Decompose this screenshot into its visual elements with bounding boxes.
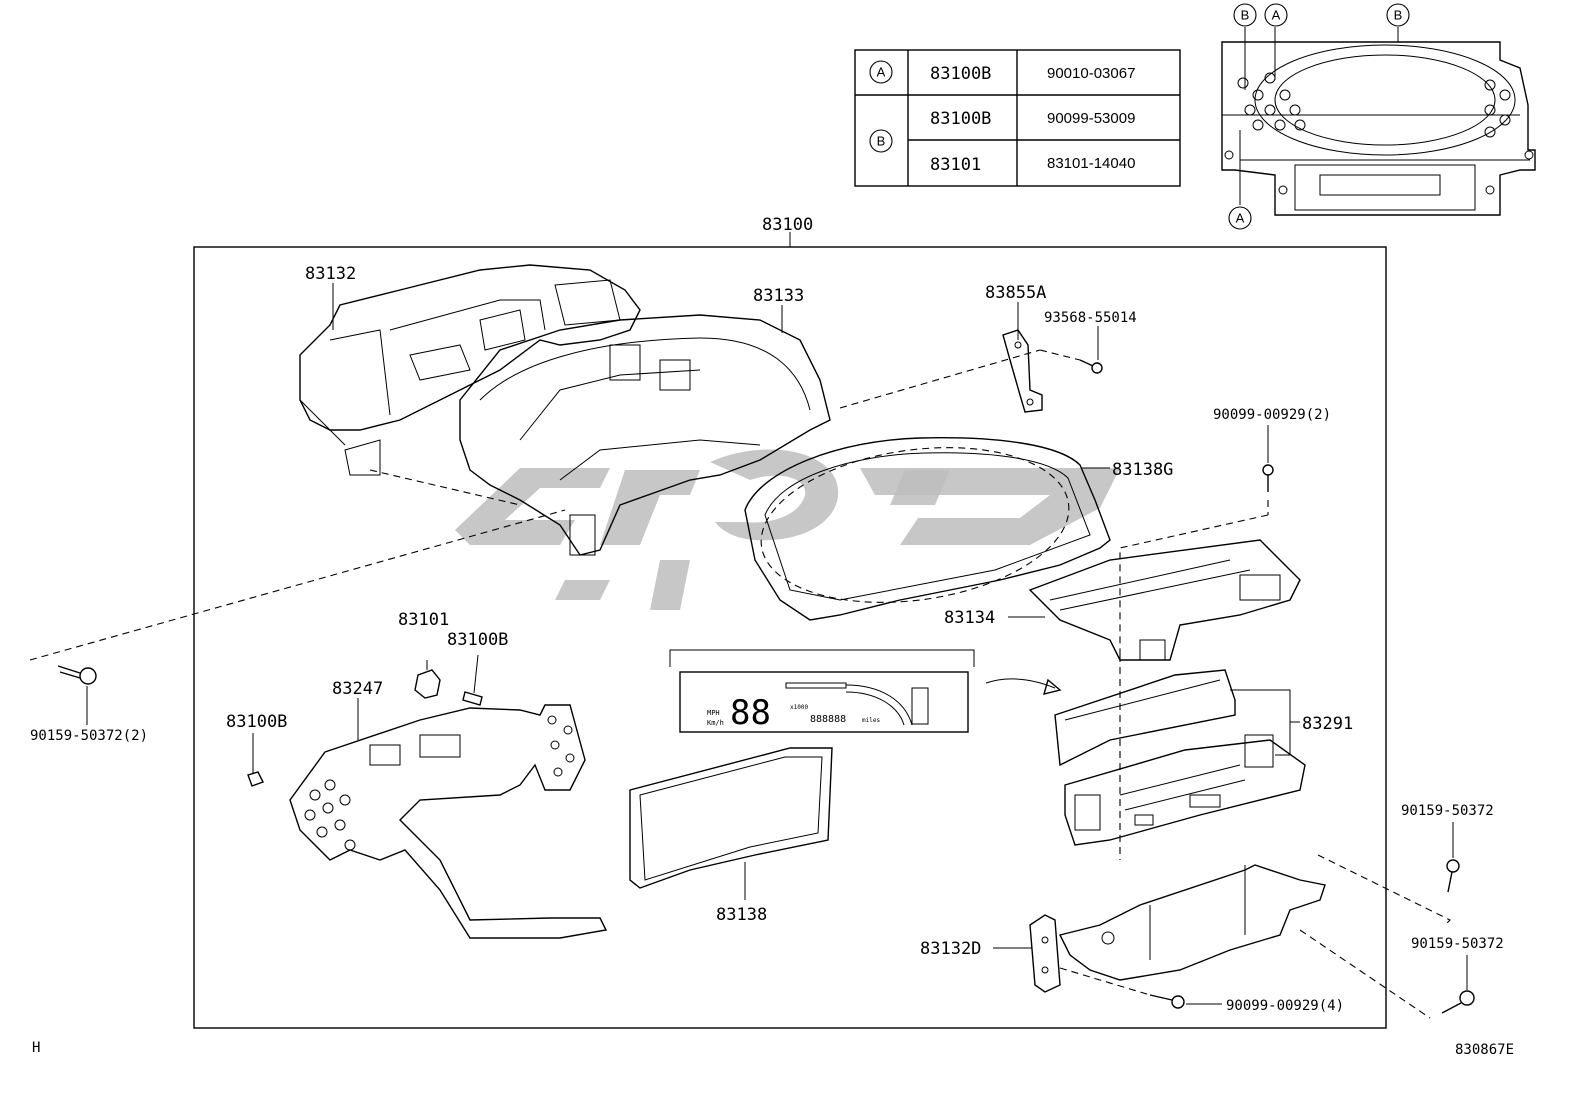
inset-marker-a2: A [1236, 211, 1245, 226]
part-83138g-glass [744, 437, 1111, 621]
lcd-callout: MPH Km/h 88 x1000 888888 miles [669, 649, 1062, 733]
label-83138g: 83138G [1112, 460, 1173, 480]
label-90099-00929-4: 90099-00929(4) [1226, 998, 1344, 1014]
part-83855a-bracket [1002, 329, 1043, 413]
label-90159-50372-2: 90159-50372(2) [30, 728, 148, 744]
footer-diagram-id: 830867E [1455, 1042, 1514, 1058]
inset-rear-view: B A B A [1221, 3, 1536, 230]
table-code-3: 83101 [930, 155, 981, 175]
label-93568-55014: 93568-55014 [1044, 310, 1137, 326]
inset-marker-a1: A [1272, 8, 1281, 23]
screw-90159-right-1 [1446, 859, 1460, 893]
table-partno-2: 90099-53009 [1047, 110, 1135, 127]
label-90159-50372-r2: 90159-50372 [1411, 936, 1504, 952]
marker-a-circle [869, 60, 893, 84]
label-83247: 83247 [332, 679, 383, 699]
inset-marker-b2: B [1394, 8, 1403, 23]
label-83100: 83100 [762, 215, 813, 235]
label-83138: 83138 [716, 905, 767, 925]
label-83134: 83134 [944, 608, 995, 628]
label-83132d: 83132D [920, 939, 981, 959]
assembly-dash-lines [29, 349, 1451, 1019]
label-83291: 83291 [1302, 714, 1353, 734]
screw-90159-left [57, 665, 97, 685]
leader-lines [86, 283, 1468, 1005]
assembly-frame [193, 246, 1387, 1029]
part-83100b-bulb-left [247, 771, 264, 787]
label-83133: 83133 [753, 286, 804, 306]
label-90099-00929-2: 90099-00929(2) [1213, 407, 1331, 423]
lcd-odometer: 888888 [810, 714, 846, 725]
part-83101-socket [414, 660, 441, 699]
reference-table: A B 83100B 90010-03067 83100B 90099-5300… [854, 49, 1181, 187]
label-90159-50372-r1: 90159-50372 [1401, 803, 1494, 819]
table-code-2: 83100B [930, 109, 991, 129]
lcd-unit-kmh: Km/h [707, 719, 724, 727]
lcd-display [679, 671, 969, 733]
part-83138-lens [629, 747, 833, 889]
marker-b-circle [869, 129, 893, 153]
screw-93568-55014 [1079, 359, 1103, 374]
part-83133-hood [459, 314, 831, 556]
screw-90099-bottom [1149, 994, 1185, 1009]
lcd-unit-mph: MPH [707, 709, 720, 717]
lcd-speed-digits: 88 [730, 693, 771, 733]
label-83101: 83101 [398, 610, 449, 630]
table-partno-1: 90010-03067 [1047, 65, 1135, 82]
table-partno-3: 83101-14040 [1047, 155, 1135, 172]
lcd-trip: x1000 [790, 704, 808, 711]
table-marker-b: B [877, 134, 886, 149]
lcd-odo-unit: miles [862, 717, 880, 724]
table-code-1: 83100B [930, 64, 991, 84]
part-83247-bracket [289, 704, 608, 939]
part-83291-board [1054, 500, 1306, 860]
label-83100b-left: 83100B [226, 712, 287, 732]
label-83132: 83132 [305, 264, 356, 284]
part-83132d-bracket [1029, 864, 1326, 993]
part-83134-housing [1028, 539, 1301, 661]
watermark-logo [455, 449, 1120, 610]
screw-90099-00929-2 [1262, 464, 1274, 492]
label-83100b-top: 83100B [447, 630, 508, 650]
inset-marker-b1: B [1241, 8, 1250, 23]
screw-90159-right-2 [1441, 990, 1475, 1014]
footer-left-code: H [32, 1040, 40, 1056]
label-83855a: 83855A [985, 283, 1046, 303]
part-83100b-bulb-top [462, 654, 483, 706]
part-83132-case [299, 264, 641, 476]
table-marker-a: A [877, 65, 886, 80]
